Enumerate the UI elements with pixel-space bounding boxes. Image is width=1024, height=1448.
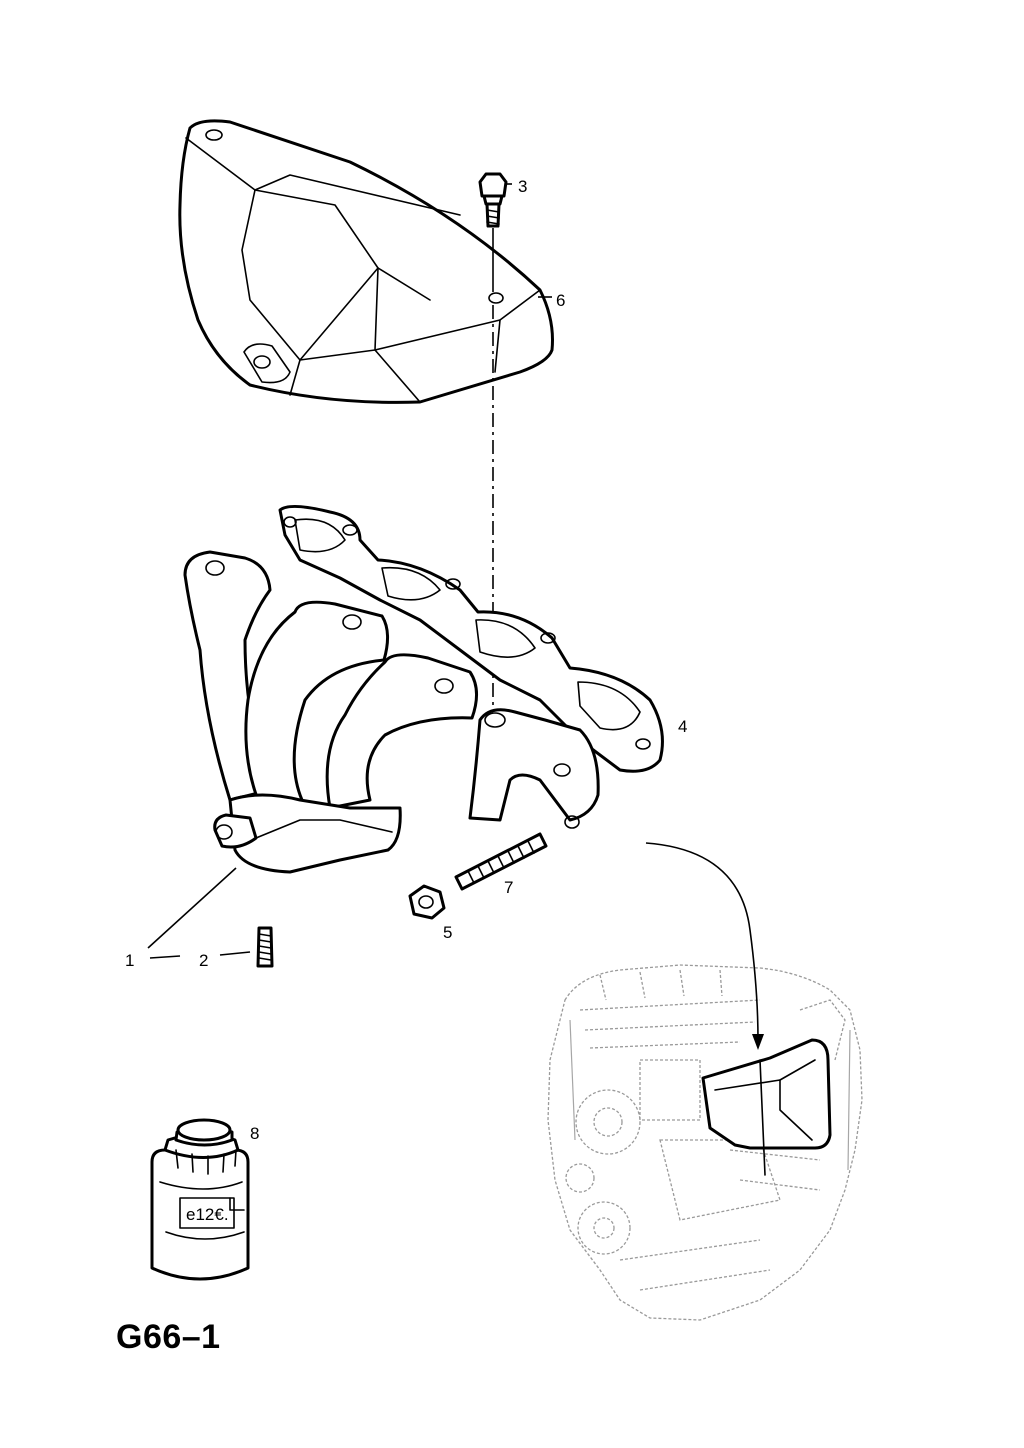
exhaust-manifold-part xyxy=(183,505,664,874)
engine-location-sketch xyxy=(547,964,863,1321)
location-arrow-head xyxy=(752,1034,764,1050)
bolt-part xyxy=(478,172,512,292)
stud-part xyxy=(256,926,274,968)
nut-part xyxy=(408,884,446,920)
callout-5: 5 xyxy=(443,923,452,942)
sealant-container-part: e12€. xyxy=(150,1118,250,1281)
location-arrow xyxy=(645,842,759,1041)
callout-6: 6 xyxy=(556,291,565,310)
callout-8: 8 xyxy=(250,1124,259,1143)
leader-line-1 xyxy=(147,867,237,949)
callout-2: 2 xyxy=(199,951,208,970)
sealant-label-text: e12€. xyxy=(186,1205,229,1224)
leader-line-1b xyxy=(149,955,181,959)
sheet-code: G66–1 xyxy=(116,1318,221,1356)
heat-shield-part xyxy=(178,119,554,404)
long-stud-part xyxy=(454,832,548,891)
callout-4: 4 xyxy=(678,717,687,736)
callout-3: 3 xyxy=(518,177,527,196)
callout-1: 1 xyxy=(125,951,134,970)
callout-7: 7 xyxy=(504,878,513,897)
leader-line-2 xyxy=(219,951,251,956)
